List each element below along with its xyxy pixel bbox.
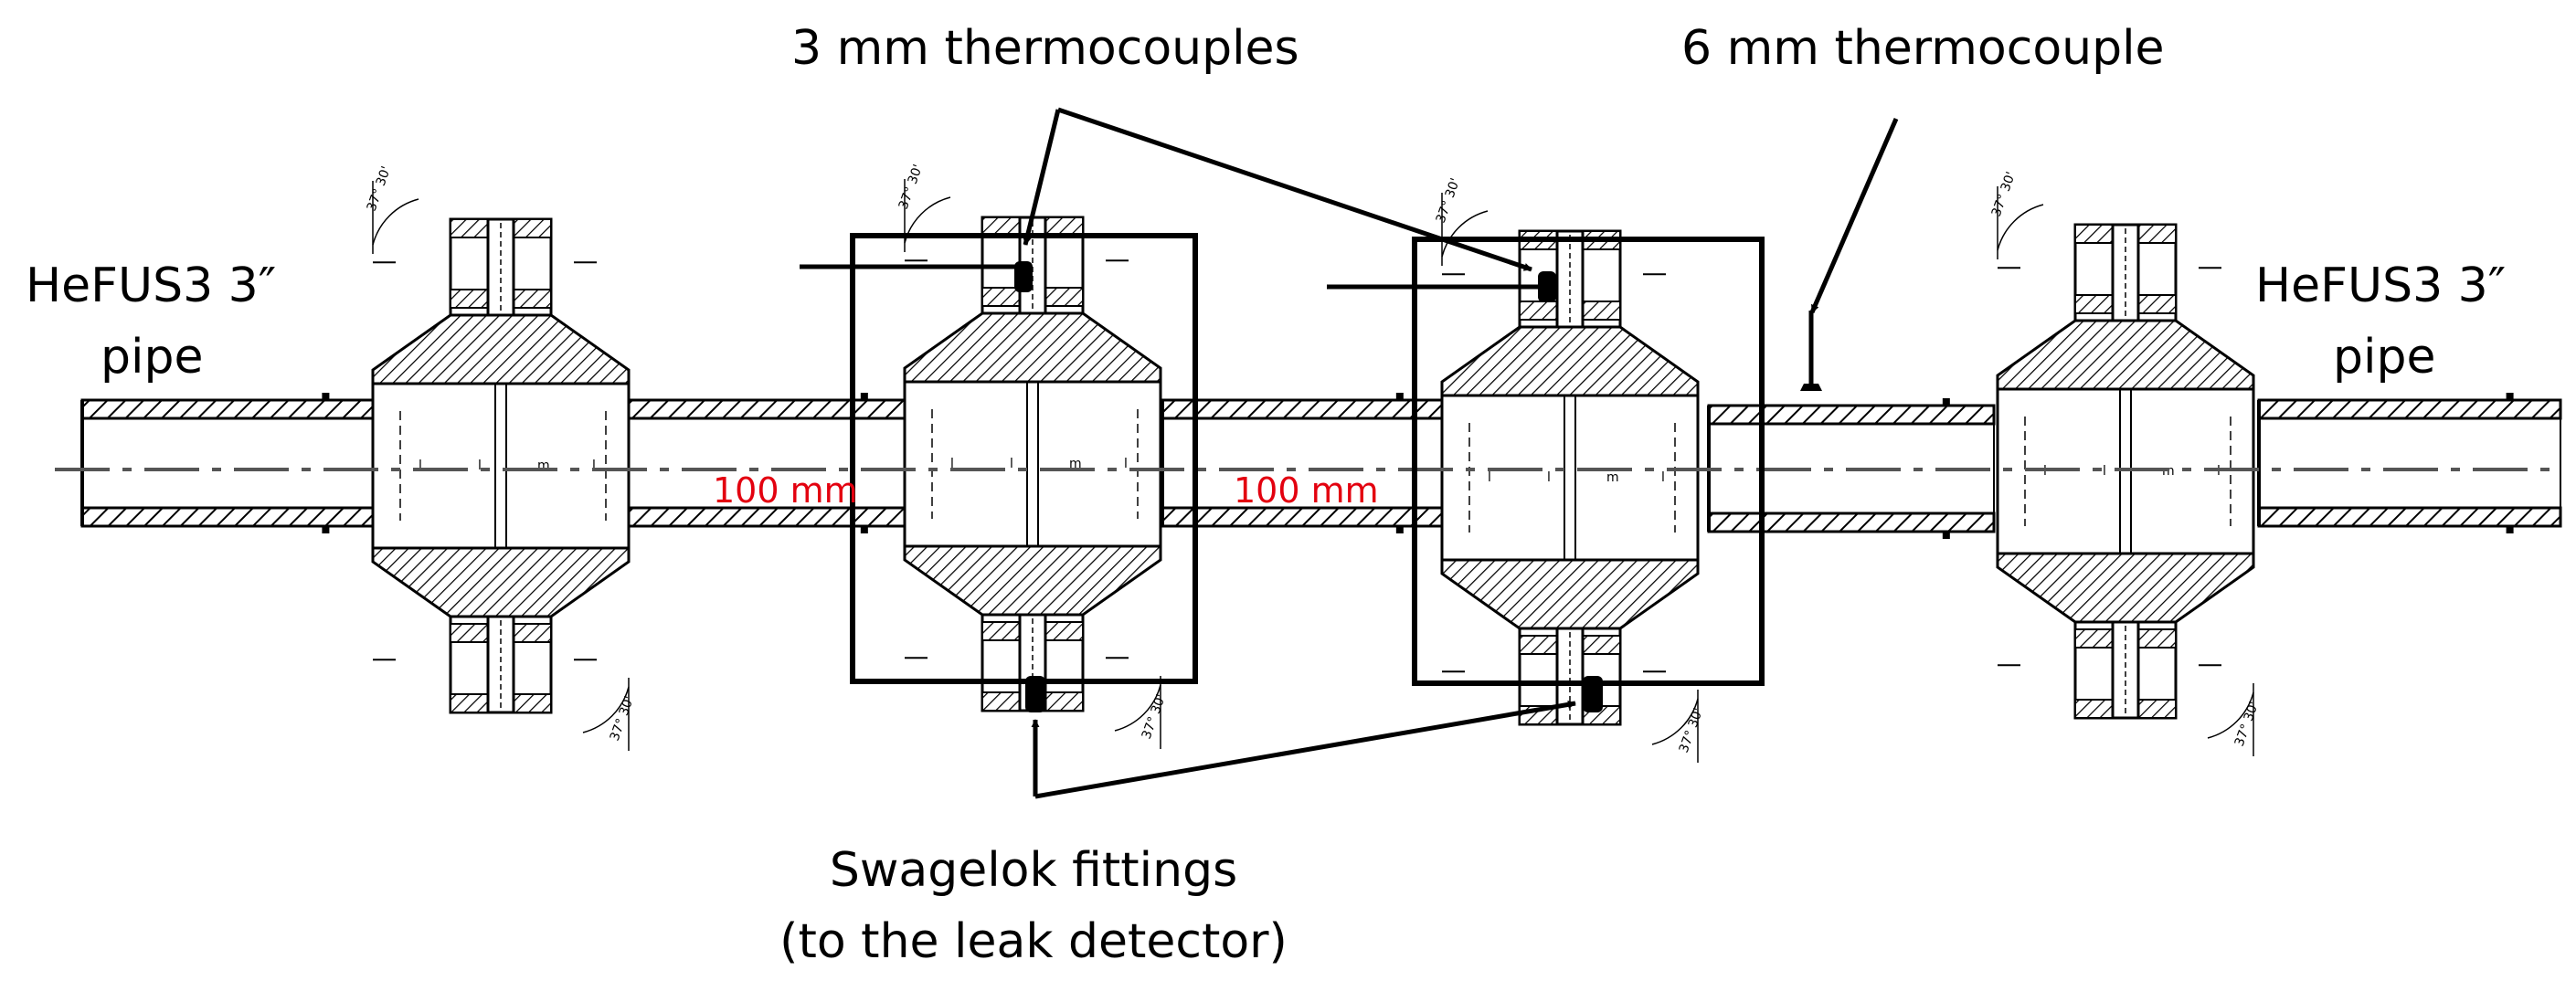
label-left-pipe-line2: pipe (101, 330, 203, 385)
svg-text:l: l (1010, 457, 1013, 471)
arrow-tc3-left (1023, 109, 1061, 246)
arrow-swagelok-right (1034, 700, 1576, 799)
label-3mm-thermocouples: 3 mm thermocouples (791, 21, 1299, 76)
label-right-pipe-line2: pipe (2333, 330, 2435, 385)
thermocouple-3mm-left (800, 261, 1033, 292)
svg-text:37° 30': 37° 30' (1140, 692, 1169, 741)
chamfer-angle-annotation: 37° 30' (1651, 690, 1706, 763)
chamfer-angle-annotation: 37° 30' (582, 678, 637, 751)
svg-text:l: l (1488, 470, 1491, 485)
thermocouple-6mm (1800, 311, 1822, 391)
enclosure-box-left (850, 233, 1198, 684)
svg-text:37° 30': 37° 30' (896, 163, 926, 211)
pipe-spool-2 (1161, 393, 1449, 533)
chamfer-angle-annotation: 37° 30' (1989, 170, 2044, 259)
svg-text:l: l (478, 459, 482, 473)
thermocouple-3mm-right (1327, 271, 1556, 302)
svg-text:37° 30': 37° 30' (608, 694, 637, 743)
pipe-inlet-left (80, 393, 376, 533)
pipe-spool-1 (625, 393, 914, 533)
svg-text:l: l (1547, 470, 1551, 485)
dimension-gap-right: 100 mm (1234, 470, 1379, 511)
label-swagelok-line1: Swagelok fittings (830, 843, 1237, 898)
chamfer-angle-annotation: 37° 30' (896, 163, 951, 252)
svg-text:l: l (950, 457, 954, 471)
flange-assembly-3: 37° 30' 37° 30' l l m l (1434, 176, 1706, 763)
swagelok-fitting-left (1025, 676, 1045, 712)
label-right-pipe-line1: HeFUS3 3″ (2255, 258, 2506, 313)
svg-text:m: m (1606, 470, 1619, 485)
pipe-outlet-right (2257, 393, 2562, 533)
label-6mm-thermocouple: 6 mm thermocouple (1681, 21, 2165, 76)
leader-lines (1023, 107, 1899, 799)
arrow-tc6 (1809, 118, 1899, 313)
svg-text:37° 30': 37° 30' (1434, 176, 1463, 225)
label-swagelok-line2: (to the leak detector) (779, 914, 1288, 969)
svg-text:l: l (2103, 464, 2106, 479)
svg-text:37° 30': 37° 30' (2232, 700, 2262, 748)
svg-text:l: l (419, 459, 422, 473)
pipe-spool-3 (1707, 398, 1996, 539)
chamfer-angle-annotation: 37° 30' (365, 164, 419, 254)
label-left-pipe-line1: HeFUS3 3″ (26, 258, 276, 313)
svg-text:37° 30': 37° 30' (1989, 170, 2019, 218)
chamfer-angle-annotation: 37° 30' (1114, 676, 1169, 749)
chamfer-angle-annotation: 37° 30' (2207, 683, 2262, 756)
svg-text:37° 30': 37° 30' (1677, 706, 1706, 754)
swagelok-fitting-right (1583, 676, 1603, 712)
dimension-gap-left: 100 mm (713, 470, 858, 511)
arrow-tc3-right (1057, 107, 1532, 272)
svg-text:l: l (592, 459, 596, 473)
svg-text:l: l (1124, 457, 1128, 471)
svg-text:l: l (1661, 470, 1665, 485)
svg-text:37° 30': 37° 30' (365, 164, 394, 213)
